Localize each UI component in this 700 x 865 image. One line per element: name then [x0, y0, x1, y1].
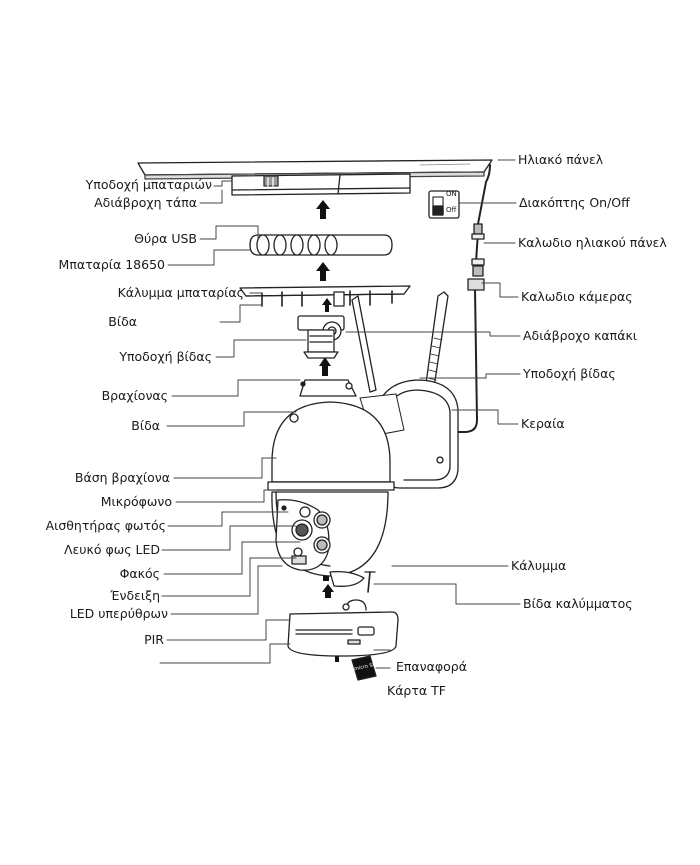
label-tf-card: Κάρτα TF [387, 683, 446, 698]
label-waterproof-plug: Αδιάβροχη τάπα [94, 195, 197, 210]
label-arm: Βραχίονας [101, 388, 168, 403]
camera-head [271, 491, 389, 577]
label-ir-led: LED υπερύθρων [69, 606, 168, 621]
label-pir: PIR [144, 632, 164, 647]
label-arm-base: Βάση βραχίονα [74, 470, 170, 485]
battery-18650 [249, 234, 393, 256]
label-on-off-switch: Διακόπτης On/Off [519, 195, 630, 210]
leader-lines-left [159, 180, 307, 664]
leader-lines-right [345, 159, 521, 669]
camera-body [267, 401, 395, 491]
label-battery-cover: Κάλυμμα μπαταρίας [117, 285, 244, 300]
label-battery-holder: Υποδοχή μπαταριών [85, 177, 212, 192]
label-camera-cable: Καλωδιο κάμερας [521, 289, 633, 304]
label-solar-panel: Ηλιακό πάνελ [518, 152, 604, 167]
battery-cover [239, 285, 411, 307]
antenna [351, 291, 449, 401]
label-waterproof-cap: Αδιάβροχο καπάκι [523, 328, 638, 343]
label-antenna: Κεραία [521, 416, 565, 431]
label-reset: Επαναφορά [396, 659, 467, 674]
label-usb-port: Θύρα USB [134, 231, 197, 246]
sd-card [351, 655, 377, 681]
arm [299, 379, 357, 397]
on-off-switch [428, 190, 460, 219]
label-cover: Κάλυμμα [511, 558, 567, 573]
switch-on-label: ON [446, 190, 457, 198]
label-battery-18650: Μπαταρία 18650 [58, 257, 165, 272]
label-lens: Φακός [119, 566, 160, 581]
label-white-led: Λευκό φως LED [63, 542, 160, 557]
label-light-sensor: Αισθητήρας φωτός [45, 518, 166, 533]
label-screw-1: Βίδα [108, 314, 137, 329]
bracket-mount [297, 315, 345, 359]
switch-off-label: Off [446, 206, 457, 214]
label-solar-cable: Καλωδιο ηλιακού πάνελ [518, 235, 667, 250]
label-screw-holder-left: Υποδοχή βίδας [119, 349, 212, 364]
pir-base [287, 599, 399, 657]
label-indicator: Ένδειξη [110, 588, 160, 603]
label-cover-screw: Βίδα καλύμματος [523, 596, 633, 611]
label-screw-2: Βίδα [131, 418, 160, 433]
cable-connectors [467, 223, 485, 291]
label-microphone: Μικρόφωνο [100, 494, 172, 509]
battery-holder [231, 173, 411, 196]
bottom-cover [329, 570, 376, 593]
label-screw-holder-right: Υποδοχή βίδας [523, 366, 616, 381]
